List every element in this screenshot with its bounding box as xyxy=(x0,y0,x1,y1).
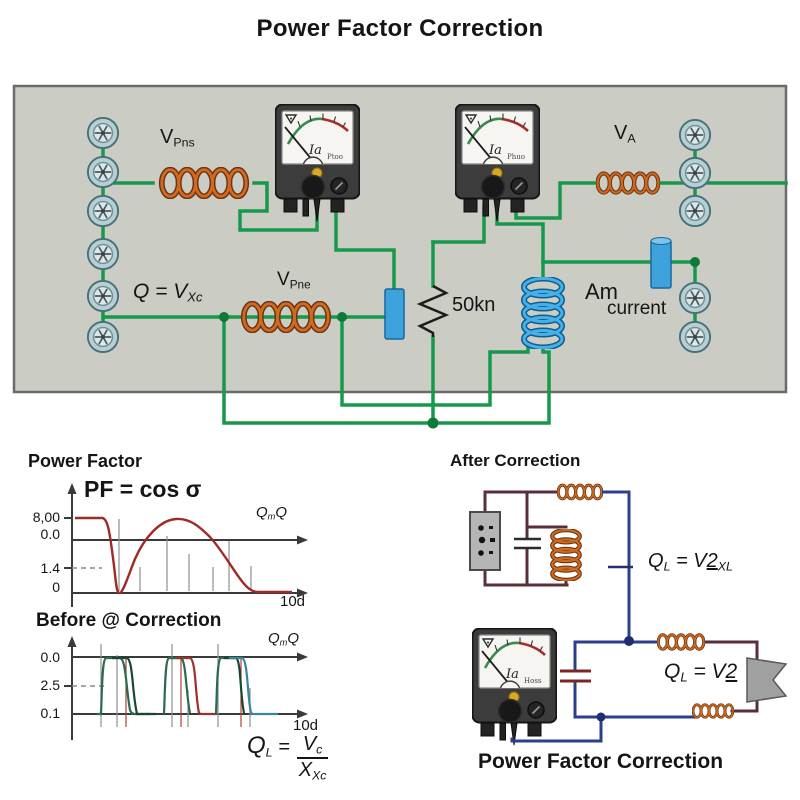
after-formula-v2-eq: = V xyxy=(693,660,726,683)
before-xlabel-sub: m xyxy=(279,637,288,648)
after-formula-xl: QL = V2XL xyxy=(648,551,733,573)
after-formula-xl-two: 2 xyxy=(706,550,718,572)
after-formula-v2-two: 2 xyxy=(725,660,738,683)
meter-readings: Ia Ptoo Ia Phuo Ia Hoss xyxy=(308,143,542,685)
after-heading: After Correction xyxy=(450,451,581,470)
before-ylabel-2: 0.1 xyxy=(40,705,60,721)
before-heading: Before @ Correction xyxy=(36,610,222,631)
before-xlabel-main: Q xyxy=(268,630,280,647)
pf-graph xyxy=(64,483,308,607)
junction-dots-navy xyxy=(596,636,634,722)
label-va-main: V xyxy=(614,122,628,144)
label-vpne-main: V xyxy=(277,269,290,290)
label-vpne: VPne xyxy=(277,270,311,292)
pf-ylabel-0: 8,00 xyxy=(32,509,60,525)
meter-1-reading: Ia xyxy=(308,143,322,158)
before-pulses xyxy=(97,656,278,716)
pf-graph-heading: Power Factor xyxy=(28,451,143,471)
label-vpns-sub: Pns xyxy=(173,135,195,150)
bottom-caption: Power Factor Correction xyxy=(478,750,724,773)
pf-ylabel-3: 0 xyxy=(52,579,60,595)
capacitor-plates-after xyxy=(514,537,541,550)
pf-curve xyxy=(75,516,292,595)
before-xlabel: QmQ xyxy=(268,631,299,648)
after-formula-v2: QL = V2 xyxy=(664,660,738,685)
before-formula-eq: = xyxy=(278,736,290,758)
meter-2-unit: Phuo xyxy=(507,153,525,161)
pf-xlabel-sub: m xyxy=(267,511,276,522)
meter-2-reading: Ia xyxy=(488,143,502,158)
rheostat-50k xyxy=(416,284,450,337)
after-formula-v2-q: Q xyxy=(664,660,681,683)
coil-br-bottom xyxy=(693,705,733,718)
meter-3-unit: Hoss xyxy=(524,677,542,685)
before-formula-den: X xyxy=(298,759,313,781)
before-xend-label: 10d xyxy=(293,717,319,734)
page-title: Power Factor Correction xyxy=(256,15,544,42)
before-formula-num: V xyxy=(302,732,317,755)
coil-br-top xyxy=(658,635,704,649)
wire-navy-riser xyxy=(602,490,631,641)
label-am: Am xyxy=(585,279,618,304)
pf-formula: PF = cos σ xyxy=(84,476,202,502)
capacitor-right xyxy=(650,237,672,289)
pf-spikes xyxy=(118,519,252,591)
label-vpns: VPns xyxy=(160,127,195,149)
label-va: VA xyxy=(614,123,636,145)
label-q-vxc-main: Q = V xyxy=(133,280,188,303)
before-formula-num-sub: c xyxy=(316,741,323,756)
before-ylabel-1: 2.5 xyxy=(40,677,60,693)
before-formula-den-sub: Xc xyxy=(312,768,327,783)
before-xlabel-tail: Q xyxy=(287,630,300,647)
capacitor-mid xyxy=(384,288,405,340)
before-ylabel-0: 0.0 xyxy=(40,649,60,665)
label-vpne-sub: Pne xyxy=(289,278,311,292)
after-circuit xyxy=(469,485,633,641)
label-50kn: 50kn xyxy=(452,294,496,316)
meter-1-unit: Ptoo xyxy=(327,153,343,161)
meter-3-reading: Ia xyxy=(505,667,519,682)
coil-after-vertical xyxy=(552,530,579,580)
pf-xlabel-tail: Q xyxy=(275,504,288,521)
junction-dots-green xyxy=(219,257,700,429)
analog-meter-3 xyxy=(472,628,557,746)
bottom-right-circuit xyxy=(510,635,788,743)
label-q-vxc-sub: Xc xyxy=(187,289,203,305)
pf-xend-label: 10d xyxy=(280,593,306,610)
label-current: current xyxy=(607,298,667,319)
label-q-vxc: Q = VXc xyxy=(133,280,203,305)
after-formula-xl-eq: = V xyxy=(676,550,707,572)
after-formula-v2-qsub: L xyxy=(680,669,688,685)
pf-ylabel-2: 1.4 xyxy=(40,560,60,576)
label-vpns-main: V xyxy=(160,126,174,148)
pf-ylabel-1: 0.0 xyxy=(40,526,60,542)
after-formula-xl-qsub: L xyxy=(663,559,671,574)
capacitor-plates-br xyxy=(560,669,591,683)
after-formula-xl-q: Q xyxy=(648,550,664,572)
before-graph xyxy=(64,636,308,740)
after-formula-xl-sub: XL xyxy=(717,559,733,574)
power-plug xyxy=(469,511,501,571)
before-formula-qsub: L xyxy=(265,745,273,760)
before-formula-q: Q xyxy=(247,732,266,759)
pf-xlabel-main: Q xyxy=(256,504,268,521)
label-va-sub: A xyxy=(627,131,636,146)
ribbon-flag xyxy=(746,657,788,703)
coil-after-top xyxy=(558,485,602,499)
pf-xlabel: QmQ xyxy=(256,505,287,522)
